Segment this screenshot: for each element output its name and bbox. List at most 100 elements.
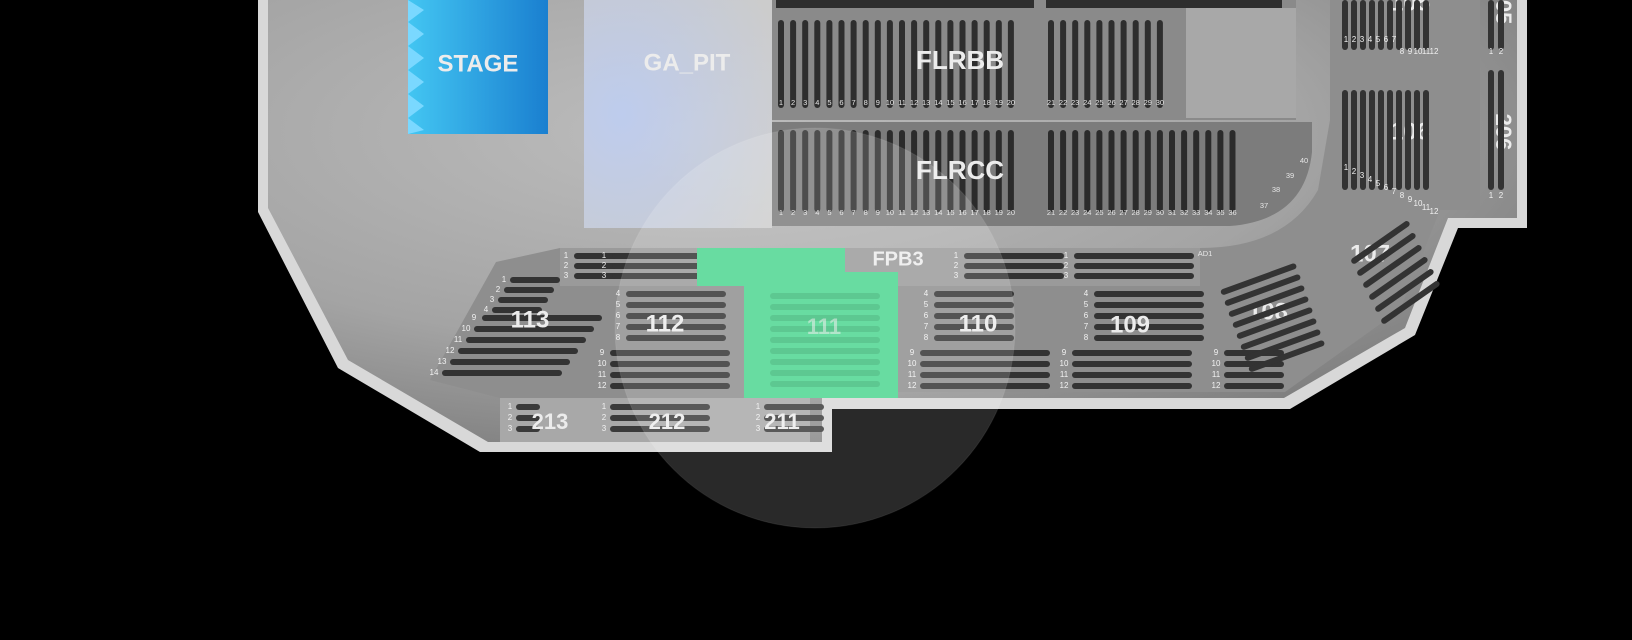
flrcc-bar <box>1072 130 1079 212</box>
row-number: 2 <box>1352 167 1357 176</box>
section-113-label[interactable]: 113 <box>511 306 550 333</box>
row-bar <box>492 307 542 313</box>
flrbb-bar <box>1096 20 1103 108</box>
flrcc-bar <box>862 130 869 212</box>
flrbb-top-bar <box>776 0 1034 8</box>
flrbb-bar <box>1108 20 1115 108</box>
flrcc-bar <box>935 130 942 212</box>
row-bar <box>934 291 1014 297</box>
row-bar <box>964 263 1064 269</box>
row-bar <box>610 415 710 421</box>
flrcc-seat-number: 10 <box>886 208 894 217</box>
row-number: 9 <box>1062 348 1067 357</box>
right-bar <box>1248 340 1325 372</box>
section-109-label[interactable]: 109 <box>1110 311 1150 338</box>
section-110-label[interactable]: 110 <box>959 310 998 337</box>
row-number: 2 <box>564 261 569 270</box>
flrcc-seat-number: 4 <box>815 208 819 217</box>
row-bar <box>1072 350 1192 356</box>
row-number: 9 <box>1408 195 1413 204</box>
section-212-label[interactable]: 212 <box>649 409 686 434</box>
focus-magnifier <box>614 127 1016 529</box>
flrcc-seat-number: 28 <box>1132 208 1140 217</box>
row-number: 12 <box>1430 207 1439 216</box>
row-number: 1 <box>756 402 761 411</box>
flrbb-seat-number: 6 <box>839 98 843 107</box>
right-bar <box>1369 90 1375 190</box>
row-bar <box>504 287 554 293</box>
flrbb-seat-number: 7 <box>852 98 856 107</box>
flrcc-bar <box>1217 130 1224 212</box>
row-number: 12 <box>1430 47 1439 56</box>
row-number: 2 <box>508 413 513 422</box>
flrcc-seat-number: 30 <box>1156 208 1164 217</box>
row-number: 10 <box>1414 199 1423 208</box>
row-number: 8 <box>1084 333 1089 342</box>
row-bar <box>516 404 540 410</box>
row-number: 12 <box>1212 381 1221 390</box>
right-bar <box>1244 329 1321 361</box>
flrcc-seat-number: 23 <box>1071 208 1079 217</box>
flrbb-bar <box>826 20 833 108</box>
row-bar <box>764 404 824 410</box>
row-number: 1 <box>602 251 607 260</box>
right-bar <box>1360 90 1366 190</box>
row-number: 4 <box>1084 289 1089 298</box>
right-bar <box>1378 0 1384 50</box>
flrcc-seat-number: 14 <box>934 208 942 217</box>
row-number: 5 <box>616 300 621 309</box>
flrcc-label: FLRCC <box>916 155 1004 185</box>
flrcc-seat-number: 19 <box>995 208 1003 217</box>
row-number: 3 <box>756 424 761 433</box>
flrbb-bar <box>947 20 954 108</box>
row-bar <box>612 263 708 269</box>
section-111-label[interactable]: 111 <box>807 314 841 339</box>
right-bar <box>1236 307 1313 339</box>
flrcc-seat-number: 17 <box>970 208 978 217</box>
row-bar <box>466 337 586 343</box>
stage-label: STAGE <box>438 50 519 77</box>
flrbb-seat-number: 25 <box>1095 98 1103 107</box>
row-number: 7 <box>924 322 929 331</box>
row-bar <box>1224 372 1284 378</box>
row-number: 1 <box>1489 47 1494 56</box>
section-213-label[interactable]: 213 <box>532 409 569 434</box>
section-211-label[interactable]: 211 <box>764 409 800 434</box>
flrcc-seat-number: 16 <box>958 208 966 217</box>
flrcc-bar <box>790 130 797 212</box>
flrcc-seat-number: 24 <box>1083 208 1091 217</box>
flrbb-seat-number: 10 <box>886 98 894 107</box>
row-bar <box>610 383 730 389</box>
section-ga-pit[interactable]: GA_PIT <box>584 0 772 228</box>
row-bar <box>1072 361 1192 367</box>
row-bar <box>1094 313 1204 319</box>
right-bar <box>1488 0 1494 50</box>
flrbb-bar <box>1072 20 1079 108</box>
row-bar <box>934 324 1014 330</box>
row-number: 4 <box>1368 175 1373 184</box>
flrbb-seat-rows <box>776 0 1282 108</box>
flrcc-bar <box>983 130 990 212</box>
section-112-label[interactable]: 112 <box>646 310 685 337</box>
right-bar <box>1498 70 1504 190</box>
row-number: 2 <box>602 413 607 422</box>
row-number: 1 <box>564 251 569 260</box>
lower-bowl-area <box>430 0 1480 398</box>
stage[interactable]: STAGE <box>408 0 548 134</box>
row-bar <box>1094 302 1204 308</box>
row-number: 7 <box>616 322 621 331</box>
row-number: 2 <box>1499 47 1504 56</box>
row-bar <box>626 302 726 308</box>
flrcc-seat-number: 3 <box>803 208 807 217</box>
flrcc-bar <box>1048 130 1054 212</box>
row-number: 11 <box>1422 47 1431 56</box>
flrbb-bar <box>1007 20 1014 108</box>
row-bar <box>1074 263 1194 269</box>
flrbb-seat-number: 16 <box>958 98 966 107</box>
right-bar <box>1351 90 1357 190</box>
flrcc-bar <box>1193 130 1200 212</box>
row-number: 3 <box>508 424 513 433</box>
flrcc-seat-number: 6 <box>839 208 843 217</box>
